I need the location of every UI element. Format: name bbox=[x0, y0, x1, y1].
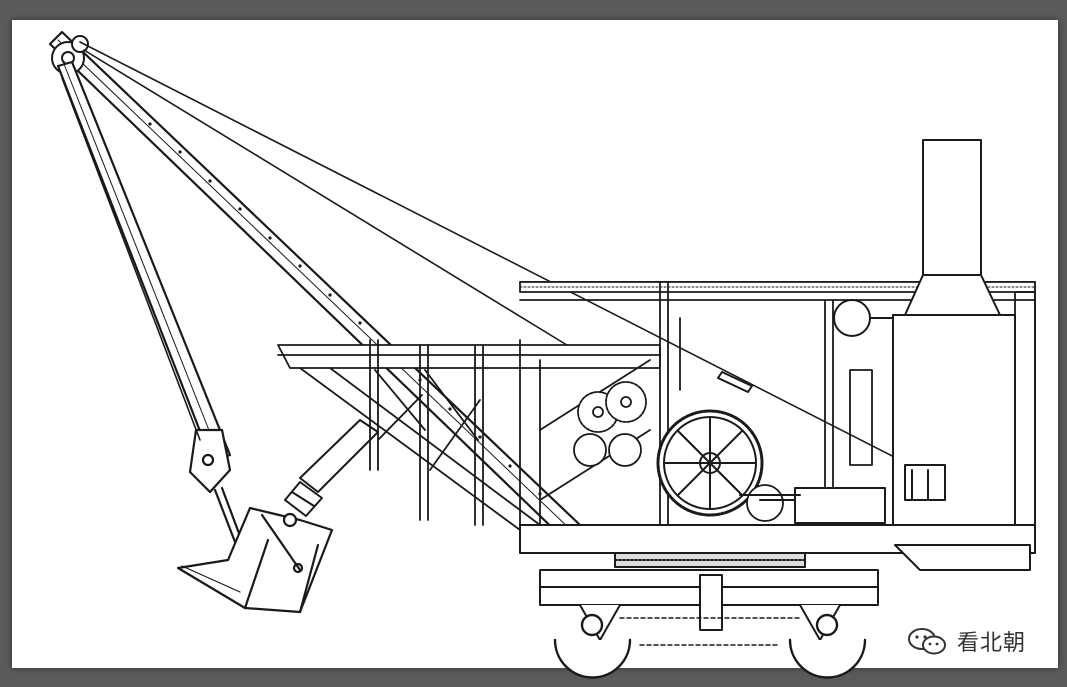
dipper-bucket bbox=[176, 506, 334, 614]
a-frame-truss bbox=[277, 339, 661, 531]
watermark-text: 看北朝 bbox=[957, 631, 1027, 656]
engine-cylinder bbox=[739, 487, 886, 524]
crowd-cylinder bbox=[284, 419, 379, 517]
hoist-ropes bbox=[61, 41, 1011, 517]
wheels bbox=[553, 613, 867, 679]
dipper-arm bbox=[56, 60, 248, 557]
wechat-icon bbox=[908, 628, 946, 655]
main-gear bbox=[656, 409, 764, 517]
turnbuckle bbox=[717, 371, 753, 393]
deck-beam bbox=[519, 524, 1036, 571]
watermark: 看北朝 bbox=[905, 624, 1026, 658]
boiler bbox=[833, 139, 1016, 541]
